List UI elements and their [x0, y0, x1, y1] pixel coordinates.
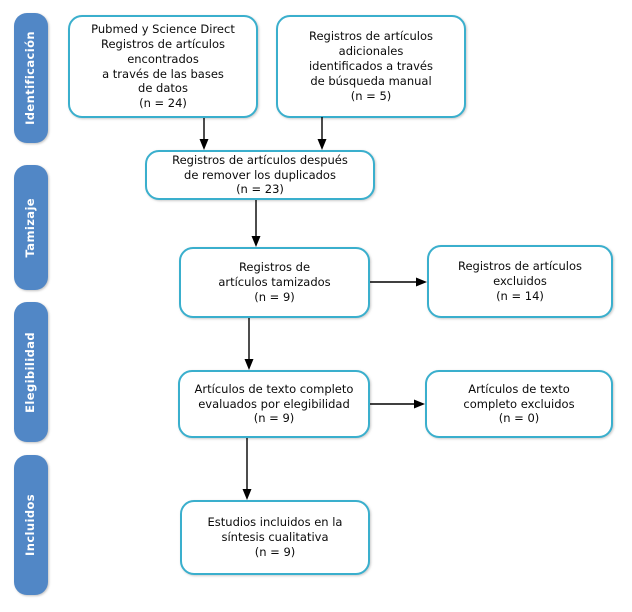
box-records-screened: Registros de artículos tamizados (n = 9) [179, 247, 370, 318]
box-fulltext-excluded: Artículos de texto completo excluidos (n… [425, 370, 613, 438]
box-records-screened-text: Registros de artículos tamizados (n = 9) [218, 260, 331, 304]
stage-identificacion: Identificación [14, 13, 48, 143]
stage-tamizaje: Tamizaje [14, 165, 48, 290]
box-records-manual: Registros de artículos adicionales ident… [276, 15, 466, 118]
box-fulltext-assessed: Artículos de texto completo evaluados po… [178, 370, 370, 438]
box-records-databases-text: Pubmed y Science Direct Registros de art… [91, 21, 235, 111]
stage-elegibilidad: Elegibilidad [14, 302, 48, 442]
box-fulltext-excluded-text: Artículos de texto completo excluidos (n… [463, 381, 575, 426]
box-records-manual-text: Registros de artículos adicionales ident… [308, 29, 434, 103]
box-records-after-duplicates: Registros de artículos después de remove… [145, 150, 375, 200]
box-studies-included: Estudios incluidos en la síntesis cualit… [180, 500, 370, 575]
box-records-after-duplicates-text: Registros de artículos después de remove… [172, 152, 348, 197]
box-records-databases: Pubmed y Science Direct Registros de art… [68, 15, 258, 118]
stage-incluidos: Incluidos [14, 455, 48, 595]
box-studies-included-text: Estudios incluidos en la síntesis cualit… [207, 515, 343, 559]
box-fulltext-assessed-text: Artículos de texto completo evaluados po… [194, 381, 354, 426]
box-records-excluded-text: Registros de artículos excluidos (n = 14… [457, 259, 583, 303]
box-records-excluded: Registros de artículos excluidos (n = 14… [427, 245, 613, 318]
